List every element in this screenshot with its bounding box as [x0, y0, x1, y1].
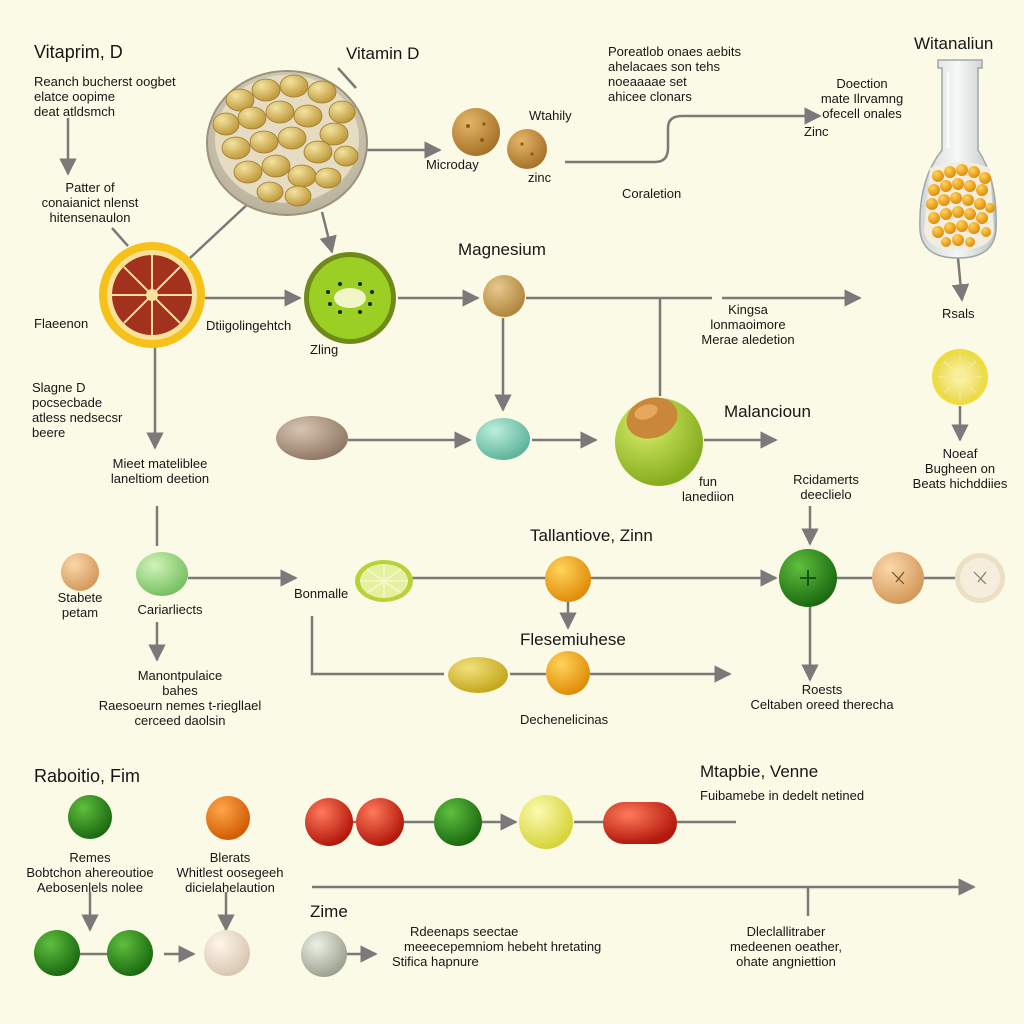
label-fuibamebe: Fuibamebe in dedelt netined: [700, 788, 865, 803]
label-kingsa: Kingsa lonmaoimore Merae aledetion: [701, 302, 795, 347]
label-flesemiuhese: Flesemiuhese: [520, 630, 626, 649]
label-doction: Doection mate Ilrvamng ofecell onales: [820, 76, 904, 121]
red-ball-icon: [305, 798, 353, 846]
label-rsals: Rsals: [942, 306, 975, 321]
red-ball-2-icon: [356, 798, 404, 846]
label-witanaliun: Witanaliun: [914, 34, 994, 53]
label-magnesium: Magnesium: [458, 240, 546, 259]
label-wtahily: Wtahily: [529, 108, 572, 123]
tan-ball-icon: [483, 275, 525, 317]
cookie-icon: [452, 108, 500, 156]
label-remes: Remes Bobtchon ahereoutioe Aebosenlels n…: [26, 850, 154, 895]
label-vitamin-d: Vitamin D: [346, 44, 420, 63]
lime-with-nut-icon: [615, 397, 703, 486]
label-cariarliects: Cariarliects: [137, 602, 203, 617]
dark-green-ball-icon: [779, 549, 837, 607]
gray-ball-icon: [301, 931, 347, 977]
green-ball-2-icon: [434, 798, 482, 846]
teal-pill-icon: [476, 418, 530, 460]
orange-ball-icon: [545, 556, 591, 602]
green-ball-4-icon: [107, 930, 153, 976]
cream-ball-icon: [204, 930, 250, 976]
label-microday: Microday: [426, 157, 479, 172]
label-dleclallitraber: Dleclallitraber medeenen oeather, ohate …: [729, 924, 843, 969]
light-green-pill-icon: [136, 552, 188, 596]
cream-slice-icon: [955, 553, 1005, 603]
line-vitamin-d: [337, 67, 357, 89]
cookie-small-icon: [507, 129, 547, 169]
bean-bowl-icon: [206, 70, 368, 216]
label-noeaf: Noeaf Bugheen on Beats hichddiies: [912, 446, 1008, 491]
label-stabete: Stabete petam: [57, 590, 103, 620]
flask-icon: [919, 59, 997, 259]
orange-ball-3-icon: [206, 796, 250, 840]
label-patter: Patter of conaianict nlenst hitensenaulo…: [41, 180, 139, 225]
label-coraletion: Coraletion: [622, 186, 682, 201]
arrow-beans-kiwi: [319, 211, 337, 254]
kiwi-icon: [304, 252, 396, 344]
yellow-ball-icon: [519, 795, 573, 849]
label-flaeenon: Flaeenon: [34, 316, 89, 331]
peach-ball-icon: [61, 553, 99, 591]
label-poreatlob: Poreatlob onaes aebits ahelacaes son teh…: [608, 44, 741, 104]
label-malancioun: Malancioun: [724, 402, 811, 421]
label-tallantiove: Tallantiove, Zinn: [530, 526, 653, 545]
label-reanch: Reanch bucherst oogbet elatce oopime dea…: [34, 74, 176, 119]
brown-capsule-icon: [276, 416, 348, 460]
grapefruit-icon: [99, 242, 205, 348]
label-rcidamerts: Rcidamerts deeclielo: [793, 472, 859, 502]
lime-slice-icon: [355, 560, 413, 602]
label-zinc-small: zinc: [528, 170, 552, 185]
label-zling: Zling: [310, 342, 339, 357]
label-dtiigolinge: Dtiigolingehtch: [206, 318, 292, 333]
arrow-flask-rsals: [951, 257, 970, 302]
yellow-capsule-icon: [448, 657, 508, 693]
green-ball-icon: [68, 795, 112, 839]
label-vitaprim: Vitaprim, D: [34, 42, 123, 62]
peach-slice-icon: [872, 552, 924, 604]
label-slagne: Slagne D pocsecbade atless nedsecsr beer…: [32, 380, 123, 440]
connectors: [59, 67, 976, 963]
label-blerats: Blerats Whitlest oosegeeh dicielahelauti…: [176, 850, 284, 895]
red-capsule-icon: [603, 802, 677, 844]
label-zinc-top: Zinc: [804, 124, 829, 139]
orange-ball-2-icon: [546, 651, 590, 695]
label-rdeenaps: Rdeenaps seectae meeecepemniom hebeht hr…: [392, 924, 602, 969]
line-bonmalle-yellowpill: [310, 616, 444, 676]
label-raboitio: Raboitio, Fim: [34, 766, 141, 786]
label-mtapbie: Mtapbie, Venne: [700, 762, 819, 781]
label-manontpulaice: Manontpulaice bahes Raesoeurn nemes t-ri…: [98, 668, 262, 728]
label-zime: Zime: [310, 902, 348, 921]
label-roests: Roests Celtaben oreed therecha: [750, 682, 894, 712]
label-bonmalle: Bonmalle: [294, 586, 349, 601]
line-patter-grapefruit: [111, 227, 129, 247]
green-ball-3-icon: [34, 930, 80, 976]
lemon-slice-icon: [932, 349, 988, 405]
label-mieet: Mieet mateliblee laneltiom deetion: [110, 456, 210, 486]
arrow-zinc-doction: [565, 107, 822, 164]
line-beans-grapefruit: [189, 201, 251, 259]
label-fun: fun lanediion: [681, 474, 735, 504]
label-dechenelicinas: Dechenelicinas: [520, 712, 609, 727]
